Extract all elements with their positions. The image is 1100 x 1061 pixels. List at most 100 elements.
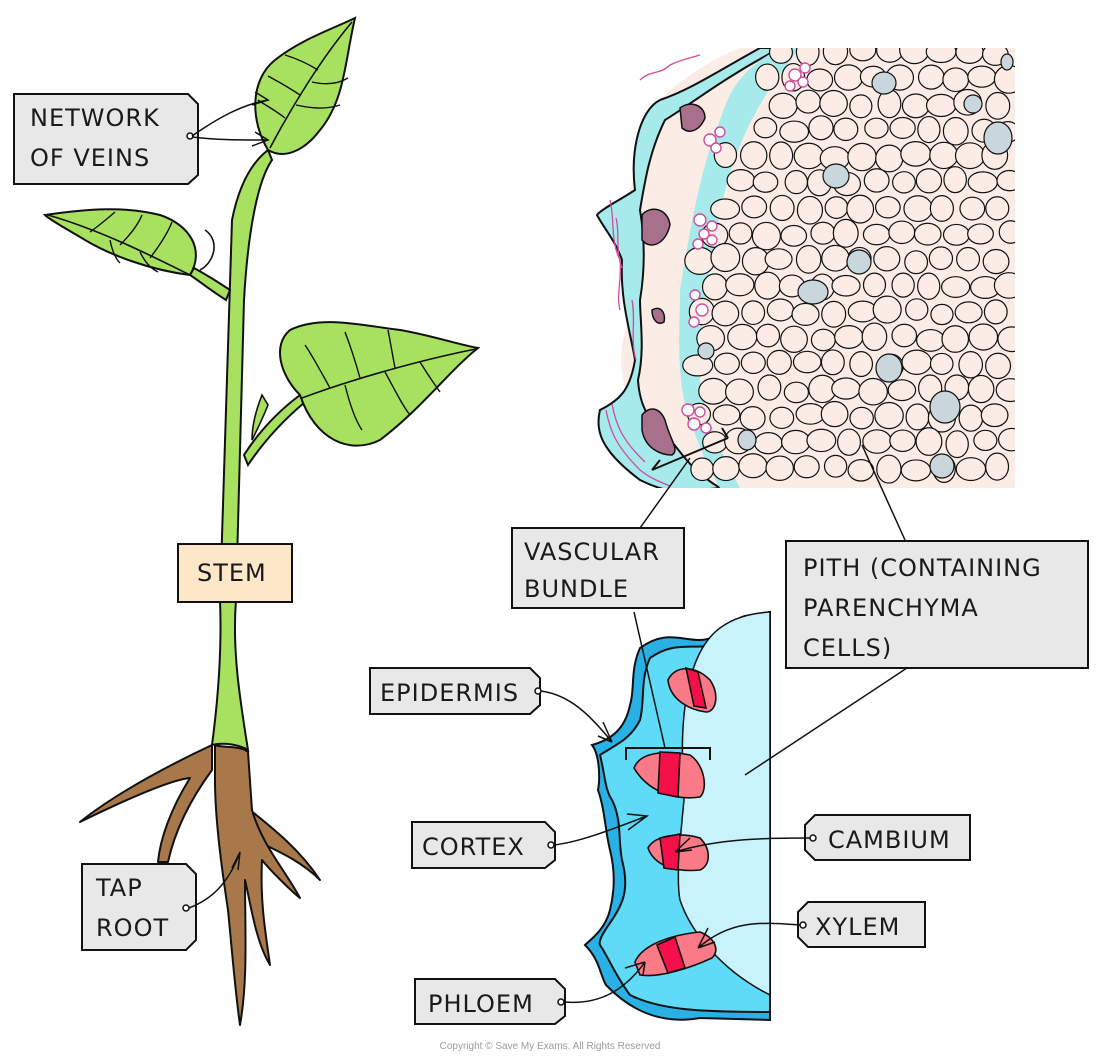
- parenchyma-cell: [929, 141, 959, 170]
- parenchyma-cell: [710, 242, 741, 273]
- label-pith-line-1: PITH (CONTAINING: [803, 554, 1042, 582]
- parenchyma-cell: [915, 168, 943, 194]
- parenchyma-cell: [751, 221, 782, 251]
- parenchyma-cell: [820, 400, 849, 428]
- parenchyma-cell: [900, 459, 932, 482]
- parenchyma-cell: [795, 244, 822, 274]
- parenchyma-cell: [929, 352, 954, 376]
- parenchyma-cell: [752, 171, 779, 193]
- parenchyma-cell: [795, 403, 826, 425]
- parenchyma-cell: [755, 323, 781, 348]
- parenchyma-cell: [684, 246, 716, 275]
- parenchyma-cell: [847, 142, 877, 172]
- parenchyma-cell: [955, 48, 984, 64]
- parenchyma-cell: [995, 378, 1015, 403]
- parenchyma-cell: [698, 377, 729, 405]
- parenchyma-cell: [875, 144, 904, 173]
- parenchyma-cell: [833, 64, 864, 91]
- parenchyma-cell: [928, 246, 954, 271]
- parenchyma-cell: [780, 429, 811, 455]
- label-epidermis: EPIDERMIS: [369, 667, 613, 743]
- parenchyma-cell: [753, 432, 783, 455]
- parenchyma-cell: [739, 141, 768, 170]
- parenchyma-cell: [967, 374, 995, 404]
- parenchyma-cell: [821, 300, 847, 328]
- parenchyma-cell: [724, 378, 754, 406]
- parenchyma-cell: [998, 220, 1015, 244]
- parenchyma-cell: [768, 92, 798, 119]
- parenchyma-cell: [769, 194, 795, 222]
- label-network-of-veins-line-2: OF VEINS: [30, 144, 150, 172]
- parenchyma-cell: [768, 48, 794, 64]
- parenchyma-cell: [690, 457, 715, 482]
- parenchyma-cell: [943, 166, 967, 194]
- parenchyma-cell: [985, 91, 1011, 120]
- parenchyma-cell: [753, 117, 778, 139]
- leaf-top: [254, 16, 357, 155]
- parenchyma-cell: [872, 295, 902, 324]
- label-pith-line-2: PARENCHYMA: [803, 594, 979, 622]
- parenchyma-cell: [713, 352, 740, 375]
- parenchyma-cell: [892, 171, 916, 194]
- parenchyma-cell: [954, 142, 986, 170]
- label-cortex: CORTEX: [411, 813, 650, 869]
- parenchyma-cell: [985, 196, 1010, 221]
- parenchyma-cell: [925, 93, 957, 118]
- parenchyma-cell: [820, 349, 845, 376]
- parenchyma-cell: [755, 63, 780, 91]
- parenchyma-cell: [833, 117, 859, 142]
- parenchyma-cell: [823, 454, 848, 478]
- parenchyma-cell: [765, 455, 795, 481]
- copyright-notice: Copyright © Save My Exams. All Rights Re…: [439, 1041, 661, 1052]
- parenchyma-cell: [754, 271, 782, 300]
- parenchyma-cell: [727, 323, 758, 351]
- parenchyma-cell: [889, 429, 916, 453]
- parenchyma-cell: [780, 224, 808, 247]
- parenchyma-cell: [993, 272, 1015, 299]
- parenchyma-cell: [711, 300, 740, 327]
- parenchyma-cell: [741, 300, 766, 326]
- parenchyma-cell: [837, 428, 862, 456]
- parenchyma-cell: [780, 325, 808, 353]
- parenchyma-cell: [929, 194, 955, 222]
- label-network-of-veins-line-1: NETWORK: [30, 104, 160, 132]
- parenchyma-cell: [956, 246, 981, 272]
- parenchyma-cell: [821, 244, 850, 272]
- parenchyma-cell: [997, 326, 1015, 353]
- parenchyma-cell: [942, 116, 969, 146]
- label-tap-root-line-1: TAP: [95, 874, 143, 902]
- parenchyma-cell: [955, 457, 987, 482]
- parenchyma-cell: [766, 298, 795, 322]
- parenchyma-cell: [726, 168, 756, 192]
- parenchyma-cell: [967, 65, 997, 88]
- label-pith-line-3: CELLS): [803, 634, 892, 662]
- label-epidermis-text: EPIDERMIS: [380, 679, 519, 707]
- parenchyma-cell: [741, 195, 768, 219]
- parenchyma-cell: [968, 323, 999, 351]
- label-pith: PITH (CONTAINING PARENCHYMA CELLS): [785, 540, 1089, 669]
- vascular-bundle-3: [647, 833, 710, 872]
- label-stem: STEM: [177, 543, 293, 603]
- parenchyma-cell: [849, 406, 874, 430]
- parenchyma-cell: [903, 195, 933, 223]
- parenchyma-cell: [891, 272, 915, 298]
- parenchyma-cell: [810, 328, 836, 352]
- parenchyma-cell: [916, 328, 946, 352]
- plant-stem: [210, 148, 274, 753]
- parenchyma-cell: [863, 168, 890, 193]
- label-vascular-bundle: VASCULAR BUNDLE: [511, 527, 685, 609]
- parenchyma-cell: [757, 374, 782, 401]
- stem-cross-section-micrograph: [595, 48, 1015, 541]
- sclerenchyma: [641, 103, 706, 456]
- parenchyma-cell: [954, 301, 983, 324]
- parenchyma-cell: [888, 220, 916, 245]
- parenchyma-cell: [996, 169, 1015, 192]
- parenchyma-cell: [985, 352, 1012, 380]
- parenchyma-cell: [846, 194, 875, 224]
- parenchyma-cell: [900, 141, 932, 167]
- parenchyma-cell: [925, 48, 957, 64]
- vascular-bundles: [633, 666, 717, 977]
- parenchyma-cell: [710, 198, 741, 220]
- parenchyma-cell: [904, 250, 929, 275]
